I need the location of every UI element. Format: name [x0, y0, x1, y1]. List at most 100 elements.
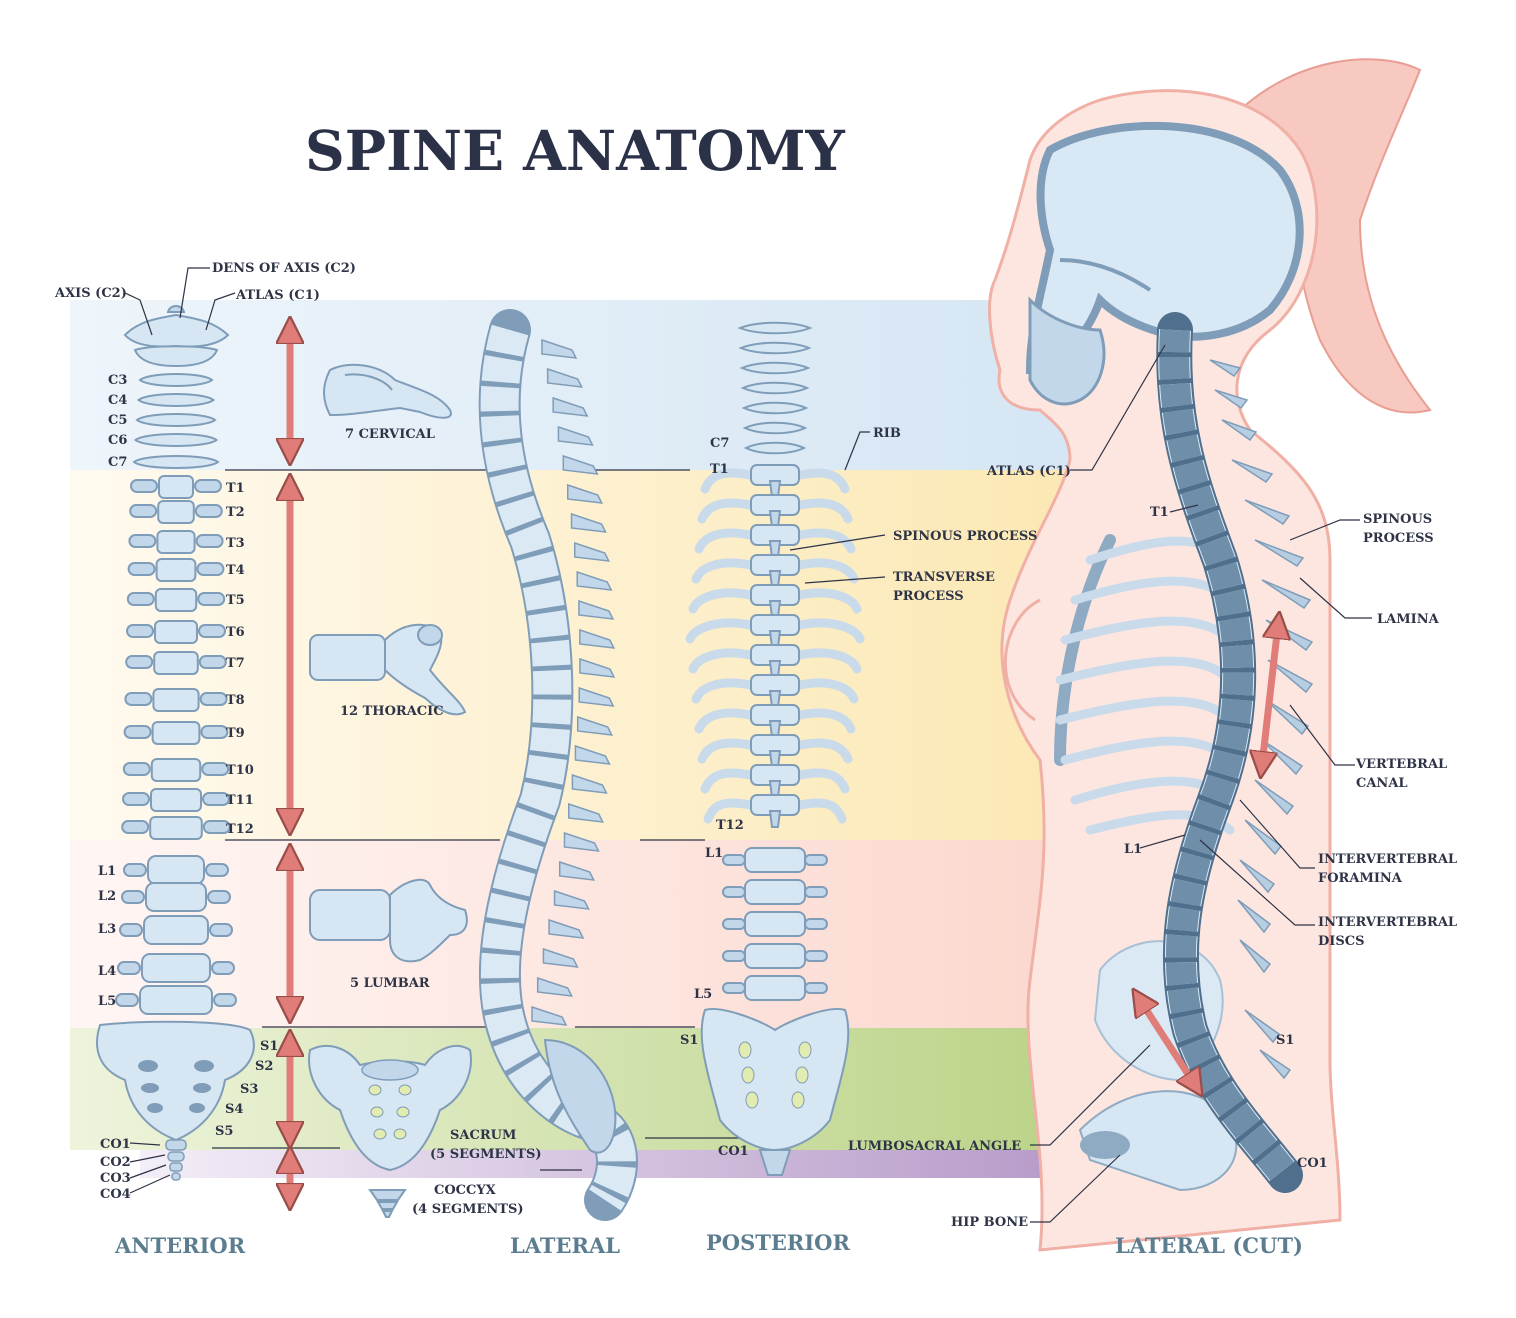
- transverse-process: [199, 692, 228, 706]
- cervical-vertebra-posterior: [739, 361, 811, 375]
- label-coccyx-segments: (4 SEGMENTS): [412, 1202, 524, 1217]
- label-anterior-co4: CO4: [100, 1187, 131, 1202]
- rib-right: [795, 468, 850, 494]
- rib-left: [703, 798, 755, 824]
- rib-left: [691, 558, 755, 584]
- rib-left: [700, 768, 755, 794]
- posterior-sacrum: [700, 1008, 850, 1176]
- lateral-sacrum: [543, 1038, 617, 1154]
- thoracic-vertebra: [152, 688, 200, 712]
- lumbar-vertebra: [143, 915, 209, 945]
- label-anterior-l5: L5: [98, 994, 116, 1009]
- label-anterior-l2: L2: [98, 889, 116, 904]
- label-post-c7: C7: [710, 436, 729, 451]
- transverse-process: [804, 918, 828, 930]
- label-sacrum-segments: (5 SEGMENTS): [430, 1147, 542, 1162]
- spinous-process: [579, 657, 616, 678]
- label-anterior-t10: T10: [226, 763, 254, 778]
- rib-left: [694, 708, 755, 734]
- label-anterior-s5: S5: [215, 1124, 233, 1139]
- cervical-vertebra: [135, 413, 217, 427]
- rib-right: [795, 498, 853, 524]
- label-anterior-t6: T6: [226, 625, 245, 640]
- breast-outline: [1003, 598, 1041, 722]
- thoracic-band: [70, 470, 1120, 840]
- spinous-process: [574, 744, 611, 765]
- diagram-title: SPINE ANATOMY: [305, 118, 845, 183]
- transverse-process: [128, 534, 157, 548]
- transverse-process: [125, 655, 154, 669]
- label-anterior-t3: T3: [226, 536, 245, 551]
- lumbar-vertebra-posterior: [744, 879, 806, 905]
- transverse-process: [195, 534, 224, 548]
- rib-left: [685, 618, 755, 644]
- spinous-process: [557, 425, 594, 446]
- cervical-vertebra-posterior: [740, 381, 810, 395]
- label-rib: RIB: [873, 426, 901, 441]
- rib-left: [688, 648, 755, 674]
- thoracic-vertebra: [153, 651, 199, 675]
- label-anterior-co1: CO1: [100, 1137, 131, 1152]
- cervical-vertebra-posterior: [742, 421, 808, 435]
- lateral-spine: [478, 309, 638, 1221]
- label-discs-2: DISCS: [1318, 934, 1364, 949]
- rib-right: [795, 618, 865, 644]
- label-anterior-c6: C6: [108, 433, 127, 448]
- spinous-process: [579, 628, 616, 649]
- thoracic-vertebra: [150, 788, 202, 812]
- transverse-process: [194, 504, 223, 518]
- rib-right: [795, 678, 859, 704]
- spinous-process: [571, 773, 608, 794]
- spinous-process: [578, 599, 615, 620]
- label-cut-t1: T1: [1150, 505, 1169, 520]
- lumbar-vertebra-posterior: [744, 911, 806, 937]
- transverse-process: [117, 961, 141, 975]
- label-hip-bone: HIP BONE: [951, 1215, 1028, 1230]
- transverse-process: [123, 725, 152, 739]
- thoracic-vertebra: [154, 620, 198, 644]
- label-anterior-t5: T5: [226, 593, 245, 608]
- label-cut-l1: L1: [1124, 842, 1142, 857]
- label-atlas: ATLAS (C1): [235, 288, 320, 303]
- label-vertebral-canal-1: VERTEBRAL: [1355, 757, 1447, 772]
- transverse-process: [198, 624, 226, 638]
- spinous-process: [578, 686, 615, 707]
- thoracic-vertebra: [157, 500, 195, 524]
- lumbar-vertebra: [145, 882, 207, 912]
- transverse-process: [804, 854, 828, 866]
- rib-right: [795, 708, 856, 734]
- axis-vertebra: [133, 345, 219, 368]
- rib-left: [688, 588, 755, 614]
- spinous-process: [531, 1005, 568, 1026]
- spinous-process: [576, 715, 614, 736]
- label-cut-s1: S1: [1276, 1033, 1294, 1048]
- spinous-process: [552, 396, 589, 417]
- transverse-process: [121, 820, 150, 834]
- thoracic-vertebra: [156, 530, 196, 554]
- dens-process: [166, 305, 186, 313]
- label-lamina: LAMINA: [1377, 612, 1440, 627]
- spinous-process: [768, 810, 782, 828]
- transverse-process: [121, 890, 145, 904]
- label-anterior-s1: S1: [260, 1039, 278, 1054]
- label-anterior-t4: T4: [226, 563, 245, 578]
- label-anterior-t12: T12: [226, 822, 254, 837]
- transverse-process: [122, 762, 151, 776]
- spinous-process: [567, 802, 605, 823]
- transverse-process: [122, 792, 150, 806]
- rib-left: [700, 468, 755, 494]
- cervical-band: [70, 300, 1120, 470]
- spinous-process: [563, 831, 600, 852]
- thoracic-vertebra: [150, 758, 202, 782]
- label-anterior-t11: T11: [226, 793, 254, 808]
- transverse-process: [804, 886, 828, 898]
- spinous-process: [542, 947, 579, 968]
- lumbar-vertebra-illustration: [309, 878, 468, 963]
- label-dens-of-axis: DENS OF AXIS (C2): [212, 261, 356, 276]
- label-post-co1: CO1: [718, 1144, 749, 1159]
- transverse-process: [205, 863, 229, 877]
- label-post-t12: T12: [716, 818, 744, 833]
- spinous-process: [573, 541, 611, 562]
